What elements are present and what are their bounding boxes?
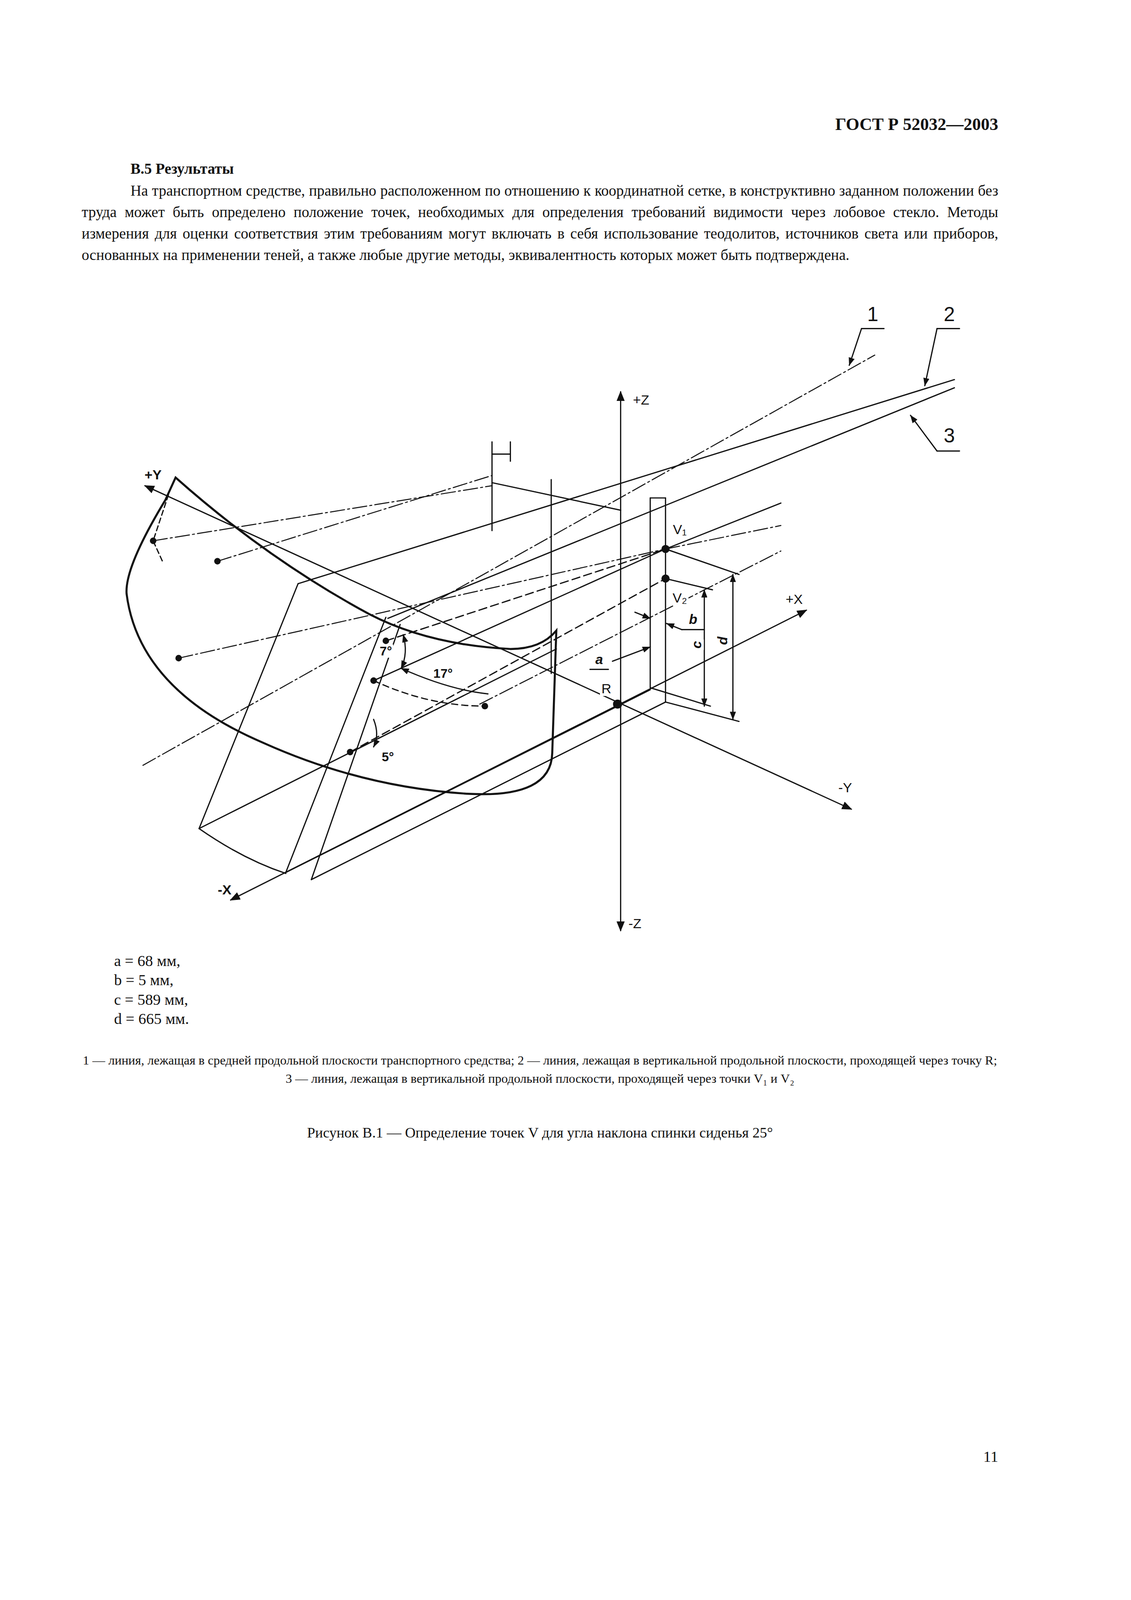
construction-line: [285, 617, 386, 873]
line-3: [387, 387, 955, 619]
point: [481, 703, 489, 710]
callout-leader: [924, 328, 938, 386]
angle-label: 5°: [380, 750, 396, 764]
dimension-b: [666, 623, 683, 630]
point: [346, 749, 354, 756]
angle-label: 17°: [432, 667, 454, 681]
eye-bracket: [509, 442, 511, 462]
sight-line: [217, 475, 493, 562]
label-underline: [589, 668, 609, 671]
dimension-value: c = 589 мм,: [114, 990, 188, 1011]
point-r: [613, 699, 623, 709]
callout-leader: [937, 450, 960, 453]
angle-arc: [373, 719, 377, 747]
angle-label: 7°: [378, 644, 394, 658]
angle-ray: [385, 549, 666, 642]
extension-line: [650, 687, 711, 707]
running-header: ГОСТ Р 52032—2003: [638, 113, 999, 136]
axis-label: -Z: [626, 916, 643, 932]
axis-label: -Y: [837, 780, 854, 796]
section-heading: В.5 Результаты: [130, 159, 235, 179]
callout-leader: [849, 328, 862, 366]
dimension-letter: c: [688, 640, 704, 651]
dimension-d: [732, 574, 734, 720]
dimension-a: [612, 646, 651, 662]
axis-label: -X: [216, 882, 233, 898]
axis-label: +Z: [631, 392, 651, 408]
point: [382, 637, 390, 645]
sight-line: [153, 485, 493, 542]
dimension-letter: b: [687, 612, 699, 627]
dimension-value: d = 665 мм.: [114, 1009, 189, 1030]
point-label: V₁: [671, 522, 688, 537]
angle-ray: [373, 680, 485, 707]
construction-line: [550, 479, 553, 674]
point-v2: [661, 574, 670, 584]
x-axis: [230, 610, 807, 901]
point-label: R: [599, 681, 613, 697]
line-2: [297, 379, 955, 584]
dimension-value: b = 5 мм,: [114, 970, 174, 991]
callout-number: 1: [865, 303, 880, 325]
angle-ray: [349, 578, 666, 753]
point: [370, 677, 377, 684]
construction-line: [650, 497, 666, 499]
page-number: 11: [930, 1447, 999, 1468]
sight-line: [479, 551, 782, 705]
body-paragraph: На транспортном средстве, правильно расп…: [81, 180, 999, 266]
extension-line: [665, 702, 740, 722]
figure-caption: Рисунок В.1 — Определение точек V для уг…: [81, 1123, 999, 1143]
point-v1: [661, 545, 670, 554]
figure-key: 1 — линия, лежащая в средней продольной …: [81, 1051, 999, 1089]
callout-leader: [937, 328, 960, 330]
construction-line: [664, 498, 667, 703]
eye-bracket: [491, 453, 511, 455]
sight-line: [178, 549, 666, 659]
point: [149, 537, 157, 545]
dimension-c: [703, 589, 705, 707]
callout-number: 2: [942, 303, 957, 325]
dimension-letter: d: [715, 635, 730, 647]
extension-line: [665, 578, 713, 591]
construction-line: [491, 482, 621, 511]
axis-label: +X: [784, 592, 805, 607]
point: [213, 557, 221, 565]
extension-line: [665, 549, 740, 575]
dimension-letter: a: [594, 652, 605, 668]
angle-ray: [373, 549, 666, 682]
construction-line: [649, 498, 652, 688]
construction-arc: [198, 828, 286, 874]
construction-line: [285, 689, 651, 873]
dimension-value: a = 68 мм,: [114, 951, 181, 972]
point-label: V₂: [671, 590, 689, 606]
label-underline: [682, 629, 705, 631]
callout-number: 3: [942, 425, 957, 447]
z-axis: [620, 391, 622, 931]
callout-leader: [861, 328, 884, 330]
point: [175, 655, 182, 662]
callout-leader: [910, 415, 938, 452]
dimension-b: [635, 612, 651, 619]
hidden-edge: [153, 495, 169, 564]
construction-line: [665, 503, 782, 550]
line-1-centre: [142, 355, 875, 766]
construction-line: [311, 702, 666, 880]
angle-arc: [401, 635, 406, 669]
axis-label: +Y: [143, 467, 164, 483]
